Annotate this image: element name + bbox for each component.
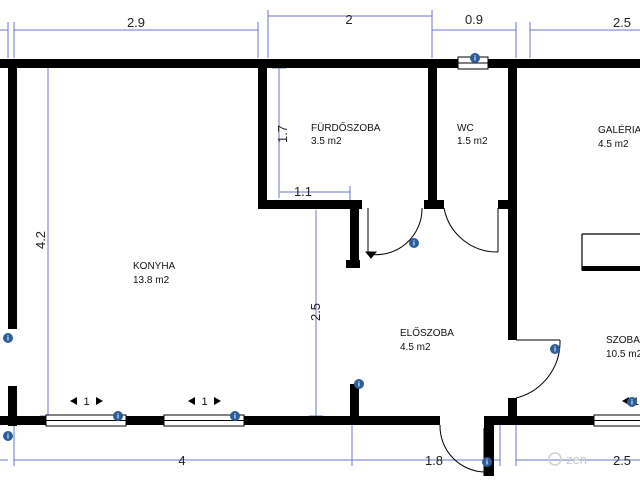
door-swings xyxy=(364,207,561,476)
dim-top-wc: 0.9 xyxy=(465,12,483,27)
room-szoba-area: 10.5 m2 xyxy=(606,349,640,360)
room-bathroom-name: FÜRDŐSZOBA xyxy=(311,120,381,134)
info-icon[interactable]: i xyxy=(230,411,240,421)
wall-bottom-right xyxy=(490,416,640,425)
wall-room-left-lower xyxy=(508,398,517,425)
watermark-text: zen xyxy=(566,452,587,467)
dim-bottom-hall: 1.8 xyxy=(425,453,443,468)
dim-bath-height: 1.7 xyxy=(275,125,290,143)
dim-top-kitchen: 2.9 xyxy=(127,15,145,30)
room-hall-name: ELŐSZOBA xyxy=(400,325,454,339)
room-kitchen-area: 13.8 m2 xyxy=(133,275,170,286)
room-gallery-area: 4.5 m2 xyxy=(598,139,629,150)
dim-kitchen-height: 4.2 xyxy=(33,231,48,249)
dim-bath-step: 1.1 xyxy=(294,184,312,199)
windows xyxy=(45,56,640,427)
info-icon[interactable]: i xyxy=(3,333,13,343)
svg-text:i: i xyxy=(486,460,488,467)
room-wc-name: WC xyxy=(457,123,474,134)
svg-text:i: i xyxy=(117,414,119,421)
dim-bottom-kitchen: 4 xyxy=(178,453,185,468)
wall-wc-right xyxy=(508,59,517,209)
window-kitchen-right-arrow-r xyxy=(214,397,221,405)
svg-text:i: i xyxy=(631,400,633,407)
info-icon[interactable]: i xyxy=(627,397,637,407)
info-icon[interactable]: i xyxy=(354,379,364,389)
room-hall-area: 4.5 m2 xyxy=(400,342,431,353)
info-icons[interactable]: i i i i i i i i i i xyxy=(3,53,637,467)
watermark: zen xyxy=(548,452,587,467)
door-bathroom xyxy=(367,207,423,256)
wall-bath-left xyxy=(258,59,267,209)
wall-top xyxy=(0,59,640,68)
room-gallery-name: GALÉRIA xyxy=(598,123,640,136)
svg-text:i: i xyxy=(358,382,360,389)
room-wc-area: 1.5 m2 xyxy=(457,136,488,147)
room-kitchen-name: KONYHA xyxy=(133,261,176,272)
door-entrance xyxy=(439,424,485,476)
svg-text:i: i xyxy=(7,434,9,441)
info-icon[interactable]: i xyxy=(482,457,492,467)
info-icon[interactable]: i xyxy=(550,344,560,354)
svg-text:i: i xyxy=(554,347,556,354)
wall-wc-stub xyxy=(424,200,444,209)
svg-text:i: i xyxy=(7,336,9,343)
gallery-edge xyxy=(581,233,640,271)
dim-hall-height: 2.5 xyxy=(308,303,323,321)
svg-text:i: i xyxy=(413,241,415,248)
wall-left-lower xyxy=(8,386,17,426)
wall-left-upper xyxy=(8,59,17,329)
gallery-line xyxy=(582,266,640,271)
wall-wc-right-stub xyxy=(498,200,517,209)
wall-hall-stub xyxy=(350,384,359,425)
room-bathroom-area: 3.5 m2 xyxy=(311,136,342,147)
dim-top-right: 2.5 xyxy=(613,15,631,30)
window-kitchen-left-arrow-l xyxy=(70,397,77,405)
svg-text:i: i xyxy=(474,56,476,63)
window-kitchen-left-arrow-r xyxy=(96,397,103,405)
info-icon[interactable]: i xyxy=(113,411,123,421)
watermark-logo-icon xyxy=(548,452,562,466)
room-szoba-name: SZOBA xyxy=(606,335,640,346)
wall-bath-bottom xyxy=(258,200,362,209)
wall-bath-jamb-tick xyxy=(346,260,360,268)
walls xyxy=(0,59,640,476)
door-wc xyxy=(443,207,499,253)
window-kitchen-right-arrow-l xyxy=(188,397,195,405)
window-markers xyxy=(70,397,629,405)
wall-wc-left xyxy=(428,59,437,209)
window-kitchen-right-size: 1 xyxy=(201,396,207,408)
window-kitchen-left-size: 1 xyxy=(83,396,89,408)
wall-entrance-jamb xyxy=(484,416,494,476)
wall-room-left xyxy=(508,200,517,340)
info-icon[interactable]: i xyxy=(3,431,13,441)
dim-top-bath: 2 xyxy=(345,12,352,27)
wall-bath-jamb xyxy=(350,200,359,268)
info-icon[interactable]: i xyxy=(470,53,480,63)
info-icon[interactable]: i xyxy=(409,238,419,248)
dim-bottom-right: 2.5 xyxy=(613,453,631,468)
door-bathroom-arrow xyxy=(364,251,378,259)
svg-text:i: i xyxy=(234,414,236,421)
